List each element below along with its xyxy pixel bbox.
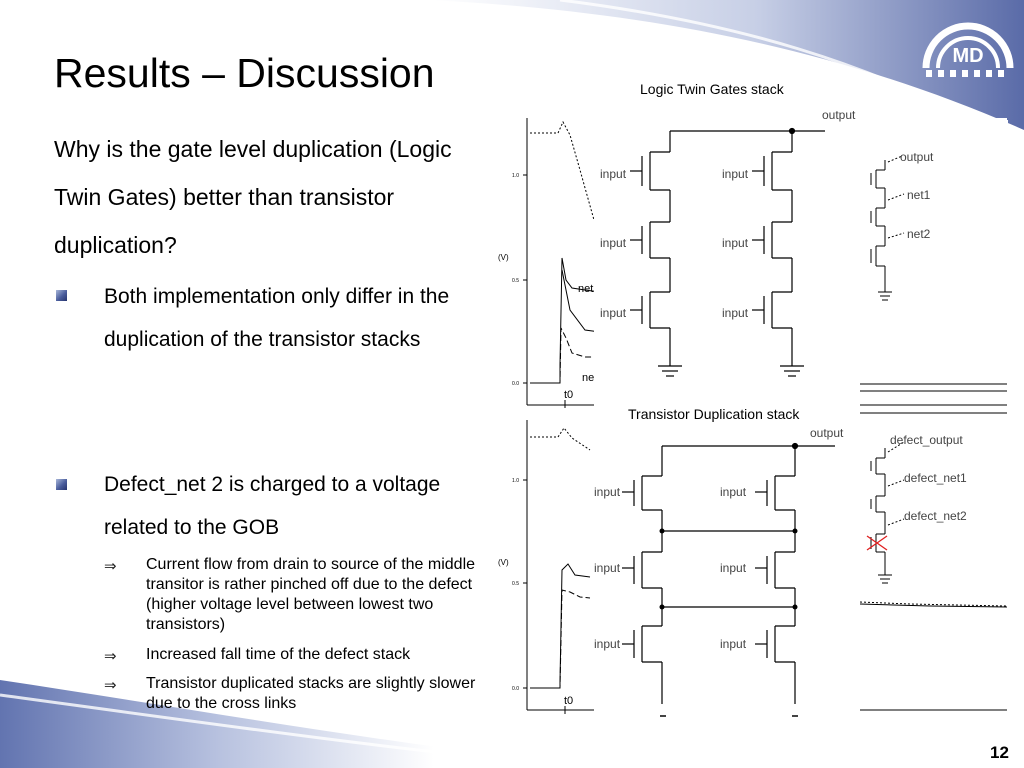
md-logo: MD (922, 22, 1014, 77)
td-input-6: input (720, 637, 747, 651)
footer-swoosh (0, 680, 620, 768)
t0-bottom: t0 (564, 695, 573, 707)
lt-input-6: input (722, 306, 749, 320)
td-input-5: input (720, 561, 747, 575)
waveform-plot-bottom (523, 420, 1008, 714)
td-input-2: input (594, 561, 621, 575)
plot-label-net: net (578, 283, 593, 295)
lt-output-label: output (822, 108, 856, 122)
td-input-3: input (594, 637, 621, 651)
lt-input-3: input (600, 306, 627, 320)
ytick-bottom-2: 0.5 (512, 581, 519, 587)
logic-twin-title: Logic Twin Gates stack (640, 81, 785, 97)
cross-link-nodes (659, 528, 798, 610)
defect-cross-icon (866, 535, 888, 551)
net2-label: net2 (907, 227, 931, 241)
header-swoosh (430, 0, 1024, 152)
arrow-bullet-icon: ⇒ (104, 558, 117, 575)
ylabel-top: (V) (498, 253, 509, 262)
lt-input-4: input (722, 167, 749, 181)
logic-twin-panel (594, 106, 860, 412)
lt-small-stack (870, 155, 905, 301)
bullet-2-text: Defect_net 2 is charged to a voltage rel… (104, 473, 441, 539)
defect-net2-label: defect_net2 (904, 509, 967, 523)
page-number: 12 (990, 743, 1009, 762)
schematic-figure: 1.0 0.5 0.0 (V) t0 net ne 1.0 0.5 0.0 (V… (498, 81, 1008, 722)
td-input-1: input (594, 485, 621, 499)
transistor-dup-panel (594, 414, 860, 722)
sub-bullet-1-text: Current flow from drain to source of the… (146, 556, 476, 633)
bullet-1-text: Both implementation only differ in the d… (104, 285, 450, 351)
t0-top: t0 (564, 389, 573, 401)
arrow-bullet-icon: ⇒ (104, 677, 117, 694)
logic-twin-schematic (630, 127, 825, 377)
ytick-top-2: 0.5 (512, 278, 519, 284)
ytick-bottom-1: 1.0 (512, 478, 519, 484)
discussion-question: Why is the gate level duplication (Logic… (54, 136, 452, 258)
ytick-top-1: 1.0 (512, 173, 519, 179)
lt-input-1: input (600, 167, 627, 181)
logo-text: MD (952, 45, 983, 67)
bullet-square-icon (56, 290, 67, 301)
transistor-dup-title: Transistor Duplication stack (628, 406, 800, 422)
lt-input-5: input (722, 236, 749, 250)
slide-title: Results – Discussion (54, 50, 435, 96)
ytick-top-3: 0.0 (512, 381, 519, 387)
transistor-dup-schematic (622, 442, 835, 704)
lt-small-output-label: output (900, 150, 934, 164)
defect-output-label: defect_output (890, 433, 963, 447)
defect-net1-label: defect_net1 (904, 471, 967, 485)
net1-label: net1 (907, 188, 931, 202)
td-defect-stack (870, 441, 905, 584)
sub-bullet-2-text: Increased fall time of the defect stack (146, 646, 411, 663)
sub-bullet-3-text: Transistor duplicated stacks are slightl… (146, 675, 476, 712)
ytick-bottom-3: 0.0 (512, 686, 519, 692)
plot-label-ne: ne (582, 372, 594, 384)
bullet-square-icon (56, 479, 67, 490)
ylabel-bottom: (V) (498, 558, 509, 567)
td-output-label: output (810, 426, 844, 440)
lt-input-2: input (600, 236, 627, 250)
td-input-4: input (720, 485, 747, 499)
arrow-bullet-icon: ⇒ (104, 648, 117, 665)
